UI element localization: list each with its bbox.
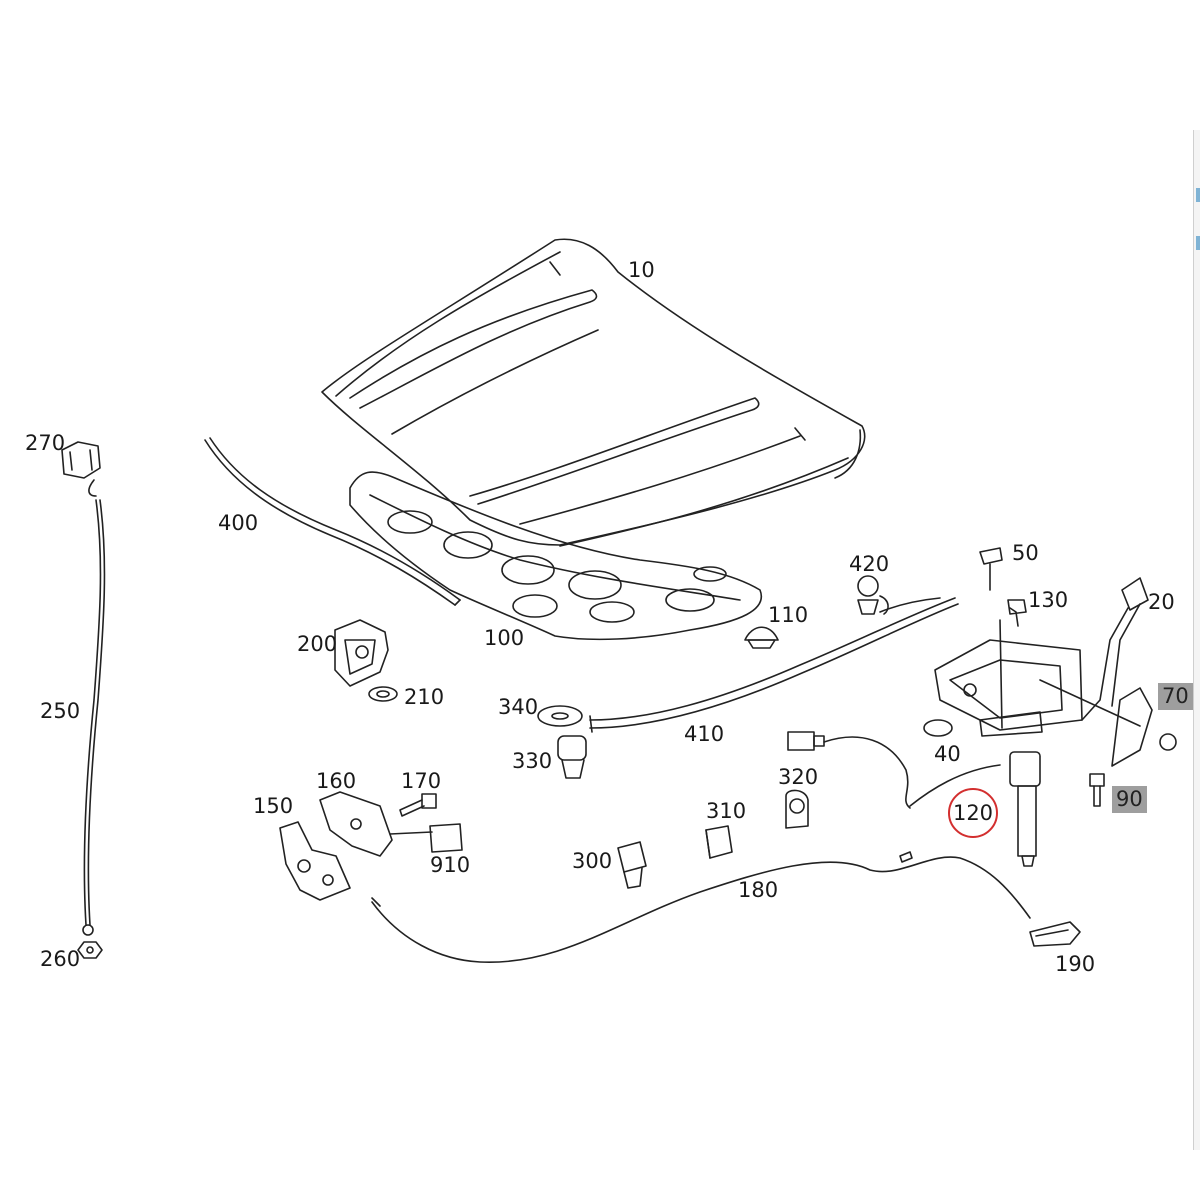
scrollbar-mark [1196, 236, 1200, 250]
part-label-310: 310 [706, 799, 747, 823]
part-label-910: 910 [430, 853, 471, 877]
latch-bracket-160 [319, 791, 433, 857]
hinge-20 [1081, 577, 1149, 721]
bolt-170 [399, 793, 437, 817]
support-rod [82, 499, 106, 936]
pad-910 [429, 823, 463, 853]
part-label-50: 50 [1012, 541, 1039, 565]
latch-150 [279, 821, 351, 901]
scrollbar-mark [1196, 188, 1200, 202]
part-label-210: 210 [404, 685, 445, 709]
part-label-320: 320 [778, 765, 819, 789]
bracket-320 [785, 789, 809, 829]
part-label-410: 410 [684, 722, 725, 746]
part-label-270: 270 [25, 431, 66, 455]
hood-actuator-120 [1009, 751, 1041, 867]
part-label-190: 190 [1055, 952, 1096, 976]
part-label-420: 420 [849, 552, 890, 576]
clip-300 [617, 841, 647, 889]
block-310 [705, 825, 733, 859]
part-label-200: 200 [297, 632, 338, 656]
release-handle [1029, 921, 1081, 947]
part-label-10: 10 [628, 258, 655, 282]
front-trim-strip [589, 597, 959, 733]
part-label-170: 170 [401, 769, 442, 793]
hood-inner-frame [349, 471, 763, 641]
washer-40 [923, 719, 953, 737]
part-label-330: 330 [512, 749, 553, 773]
scrollbar-edge[interactable] [1193, 130, 1200, 1150]
washer-340 [537, 705, 583, 727]
bracket-200 [334, 619, 389, 687]
part-label-120: 120 [948, 788, 998, 838]
hood-panel [321, 238, 866, 547]
part-label-130: 130 [1028, 588, 1069, 612]
seal-strip [204, 437, 461, 606]
sensor-330 [557, 735, 587, 779]
part-label-340: 340 [498, 695, 539, 719]
clip-420 [857, 575, 889, 615]
hinge-part-70 [1111, 687, 1177, 767]
part-label-70: 70 [1158, 683, 1193, 710]
cable-holder [61, 441, 101, 497]
part-label-250: 250 [40, 699, 81, 723]
part-label-260: 260 [40, 947, 81, 971]
part-label-100: 100 [484, 626, 525, 650]
part-label-300: 300 [572, 849, 613, 873]
part-label-400: 400 [218, 511, 259, 535]
release-cable [371, 851, 1031, 963]
part-label-40: 40 [934, 742, 961, 766]
part-label-20: 20 [1148, 590, 1175, 614]
bolt-90 [1089, 773, 1105, 807]
clip-110 [744, 626, 779, 649]
part-label-110: 110 [768, 603, 809, 627]
part-label-90: 90 [1112, 786, 1147, 813]
wiring-harness [787, 731, 1001, 809]
part-label-160: 160 [316, 769, 357, 793]
part-label-180: 180 [738, 878, 779, 902]
part-label-150: 150 [253, 794, 294, 818]
nut-260 [77, 941, 103, 959]
grommet-210 [368, 686, 398, 702]
